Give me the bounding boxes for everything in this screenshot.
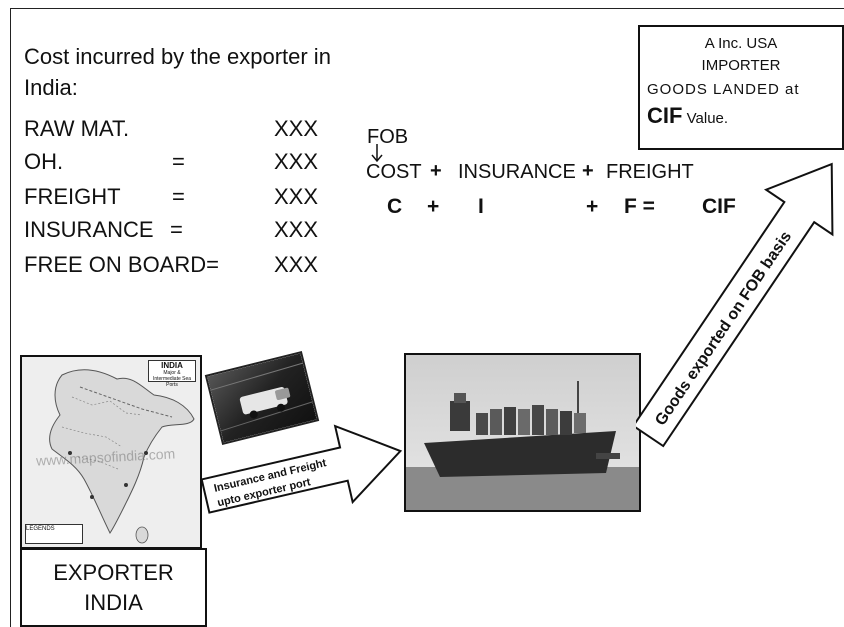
importer-cif-line: CIF Value. bbox=[647, 103, 728, 129]
formula-plus-3: + bbox=[427, 195, 440, 218]
cost-eq-insurance: = bbox=[170, 217, 183, 242]
header-line-2: India: bbox=[24, 75, 78, 100]
formula-plus-4: + bbox=[586, 195, 599, 218]
fob-down-arrow-icon bbox=[371, 144, 383, 163]
formula-insurance: INSURANCE bbox=[458, 161, 576, 183]
importer-role: IMPORTER bbox=[701, 57, 781, 74]
map-title-box: INDIA Major & Intermediate Sea Ports bbox=[148, 360, 196, 388]
goods-exported-arrow: Goods exported on FOB basis bbox=[636, 162, 834, 448]
india-map-outline bbox=[22, 357, 200, 547]
formula-freight: FREIGHT bbox=[606, 161, 694, 183]
cost-value-raw-mat: XXX bbox=[274, 116, 319, 141]
cost-label-free-on-board: FREE ON BOARD= bbox=[24, 252, 219, 277]
formula-i: I bbox=[478, 195, 484, 218]
cost-value-oh: XXX bbox=[274, 149, 319, 174]
formula-cost: COST bbox=[366, 161, 422, 183]
importer-value: Value. bbox=[686, 110, 729, 127]
cost-label-insurance: INSURANCE bbox=[24, 217, 154, 242]
importer-cif: CIF bbox=[647, 103, 683, 128]
cost-value-free-on-board: XXX bbox=[274, 252, 319, 277]
map-title: INDIA bbox=[161, 361, 183, 370]
map-subtitle: Major & Intermediate Sea Ports bbox=[152, 370, 192, 388]
map-legend-title: LEGENDS bbox=[26, 526, 55, 532]
formula-plus-2: + bbox=[582, 160, 594, 182]
importer-company: A Inc. USA bbox=[704, 35, 778, 52]
formula-fob-label: FOB bbox=[367, 126, 409, 148]
india-map: INDIA Major & Intermediate Sea Ports www… bbox=[20, 355, 202, 549]
map-legend: LEGENDS bbox=[25, 524, 83, 544]
formula-f-equals: F = bbox=[624, 195, 655, 218]
header-line-1: Cost incurred by the exporter in bbox=[24, 44, 331, 69]
cost-value-freight: XXX bbox=[274, 184, 319, 209]
container-ship-image bbox=[406, 355, 639, 510]
exporter-box: EXPORTER INDIA bbox=[20, 548, 207, 627]
van-image bbox=[207, 353, 317, 443]
ship-photo bbox=[404, 353, 641, 512]
ship-arrow-label: Goods exported on FOB basis bbox=[652, 228, 795, 428]
insurance-freight-arrow: Insurance and Freight upto exporter port bbox=[200, 424, 403, 514]
formula-plus-1: + bbox=[430, 160, 442, 182]
cost-label-freight: FREIGHT bbox=[24, 184, 121, 209]
exporter-line-1: EXPORTER bbox=[53, 560, 174, 585]
formula-cif: CIF bbox=[702, 195, 736, 218]
frame-left-border bbox=[10, 8, 11, 627]
exporter-line-2: INDIA bbox=[84, 590, 143, 615]
importer-goods-landed: GOODS LANDED at bbox=[647, 81, 800, 98]
cost-eq-oh: = bbox=[172, 149, 185, 174]
van-photo bbox=[204, 350, 320, 446]
formula-c: C bbox=[387, 195, 403, 218]
cost-eq-freight: = bbox=[172, 184, 185, 209]
frame-top-border bbox=[10, 8, 844, 9]
cost-label-oh: OH. bbox=[24, 149, 64, 174]
cost-label-raw-mat: RAW MAT. bbox=[24, 116, 130, 141]
importer-box: A Inc. USA IMPORTER GOODS LANDED at CIF … bbox=[638, 25, 844, 150]
cost-value-insurance: XXX bbox=[274, 217, 319, 242]
